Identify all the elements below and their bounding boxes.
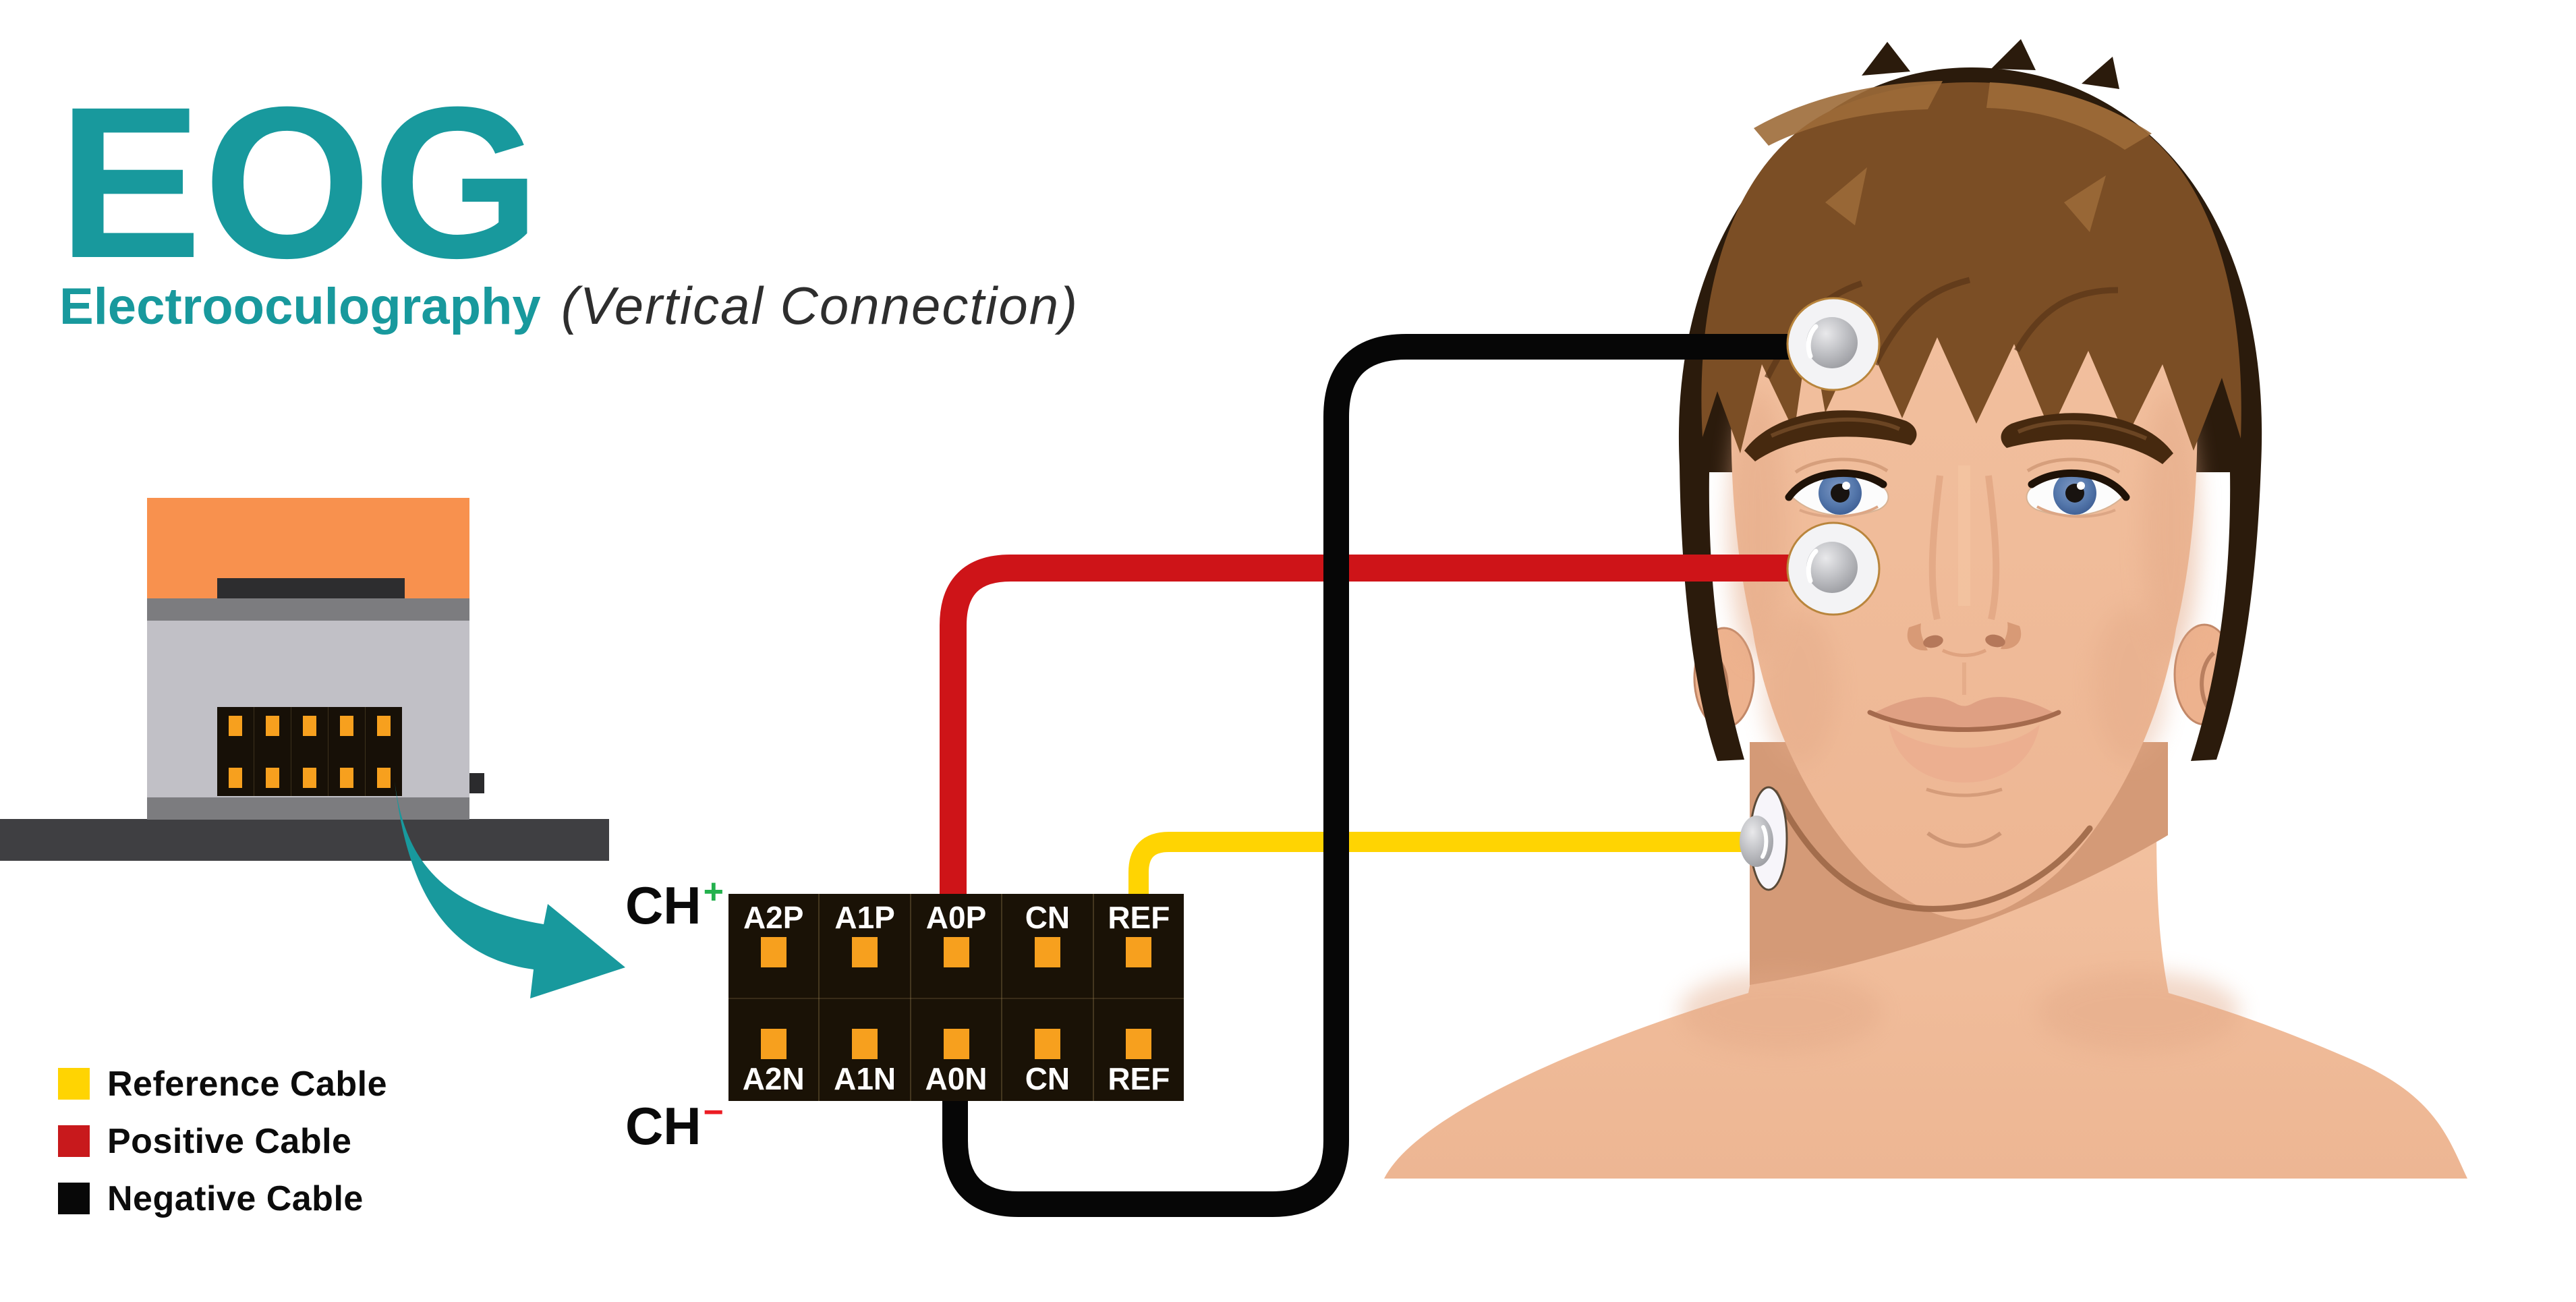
pin-contact — [1034, 1029, 1060, 1059]
minus-sign: − — [703, 1093, 724, 1132]
device-top-slot — [217, 578, 405, 599]
pin-contact — [852, 937, 878, 967]
legend-label: Positive Cable — [107, 1121, 352, 1161]
pin-label: A0P — [925, 900, 987, 935]
pin-contact — [943, 1029, 969, 1059]
pin-label: A1N — [834, 1061, 896, 1096]
pin-label: REF — [1108, 900, 1170, 935]
reference-cable — [1128, 832, 1754, 904]
reference-swatch — [58, 1068, 90, 1100]
pin-contact — [760, 937, 786, 967]
legend-row-positive: Positive Cable — [58, 1122, 387, 1161]
pin-contact — [943, 937, 969, 967]
device-side-nub — [469, 773, 484, 793]
pin-label: A0N — [925, 1061, 988, 1096]
pin-column-a0: A0P A0N — [911, 894, 1003, 1101]
cable-legend: Reference Cable Positive Cable Negative … — [58, 1065, 387, 1240]
channel-negative-label: CH− — [625, 1093, 724, 1156]
face-illustration — [1384, 39, 2467, 1179]
plus-sign: + — [703, 872, 724, 911]
pin-column-ref: REF REF — [1094, 894, 1184, 1101]
pin-label: A2N — [742, 1061, 805, 1096]
legend-row-reference: Reference Cable — [58, 1065, 387, 1104]
page-title: EOG — [58, 74, 542, 290]
positive-swatch — [58, 1125, 90, 1157]
device-base-bar — [0, 819, 609, 861]
device-pin-connector — [217, 707, 402, 796]
channel-positive-label: CH+ — [625, 872, 724, 935]
pin-contact — [760, 1029, 786, 1059]
nose — [1907, 465, 2022, 657]
pin-label: CN — [1025, 1061, 1070, 1096]
negative-cable — [942, 334, 1814, 1217]
right-eye — [2026, 457, 2130, 518]
jawline — [1772, 789, 2093, 912]
neck-electrode — [1740, 786, 1788, 891]
legend-label: Reference Cable — [107, 1064, 388, 1104]
pin-column-a2: A2P A2N — [728, 894, 820, 1101]
torso — [1384, 776, 2467, 1179]
pin-contact — [1034, 937, 1060, 967]
legend-row-negative: Negative Cable — [58, 1179, 387, 1218]
pin-column-cn: CN CN — [1002, 894, 1094, 1101]
forehead-electrode — [1786, 297, 1881, 391]
positive-cable — [940, 555, 1821, 904]
subtitle-text: Electrooculography — [59, 278, 541, 335]
left-eye — [1785, 457, 1889, 518]
zoom-arrow-icon — [395, 781, 625, 998]
lips — [1867, 697, 2061, 797]
pin-contact — [1126, 937, 1152, 967]
pin-label: REF — [1108, 1061, 1170, 1096]
pin-label: A2P — [743, 900, 804, 935]
pin-contact — [1126, 1029, 1152, 1059]
pin-label: A1P — [834, 900, 895, 935]
page-subtitle: Electrooculography (Vertical Connection) — [59, 275, 1079, 337]
pin-label: CN — [1025, 900, 1070, 935]
title-acronym: EOG — [58, 61, 542, 303]
device-upper-band — [147, 598, 469, 621]
device-lower-band — [147, 797, 469, 820]
subtitle-note: (Vertical Connection) — [561, 276, 1079, 335]
legend-label: Negative Cable — [107, 1179, 364, 1218]
pin-column-a1: A1P A1N — [820, 894, 911, 1101]
pin-contact — [852, 1029, 878, 1059]
negative-swatch — [58, 1183, 90, 1214]
pin-header-diagram: A2P A2N A1P A1N A0P A0N CN CN — [728, 894, 1184, 1101]
under-eye-electrode — [1786, 521, 1881, 616]
